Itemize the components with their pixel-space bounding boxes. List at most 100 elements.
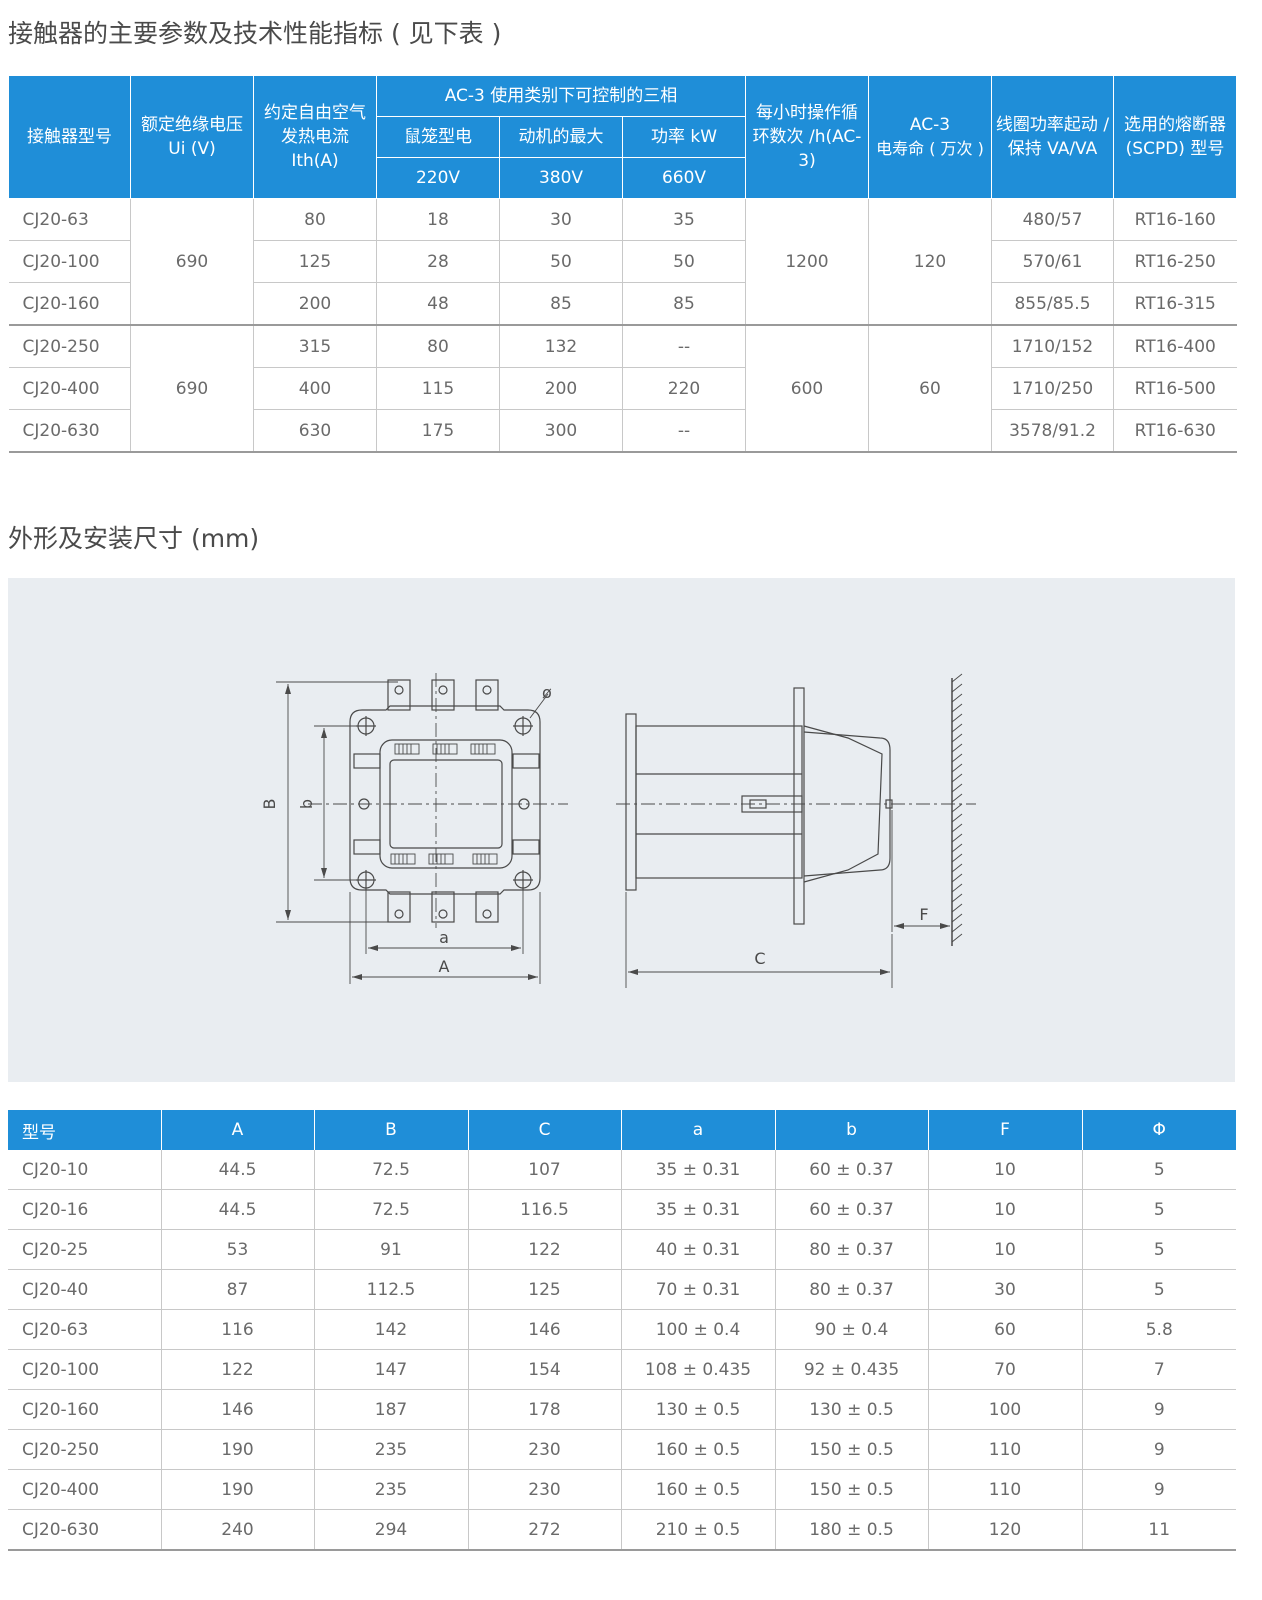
header-ac3-group: AC-3 使用类别下可控制的三相 bbox=[376, 75, 746, 117]
cell-A: 53 bbox=[160, 1229, 314, 1270]
cell-model: CJ20-160 bbox=[8, 282, 131, 326]
cell-b: 150 ± 0.5 bbox=[774, 1429, 928, 1470]
cell-B: 91 bbox=[313, 1229, 468, 1270]
header-life-line1: AC-3 bbox=[909, 115, 951, 135]
cell-coil: 570/61 bbox=[991, 240, 1114, 283]
cell-p220: 28 bbox=[376, 240, 500, 283]
cell-A: 44.5 bbox=[160, 1150, 314, 1190]
cell-B: 187 bbox=[313, 1389, 468, 1430]
side-view: F C bbox=[616, 673, 976, 988]
table-row: CJ20-250 690 315 80 132 -- 600 60 1710/1… bbox=[8, 325, 1237, 453]
cell-p660: 85 bbox=[622, 282, 746, 326]
header-coil: 线圈功率起动 / 保持 VA/VA bbox=[991, 75, 1114, 199]
cell-fuse: RT16-500 bbox=[1113, 367, 1237, 410]
cell-p220: 18 bbox=[376, 198, 500, 241]
label-phi: ø bbox=[542, 683, 552, 702]
section-title-parameters: 接触器的主要参数及技术性能指标 ( 见下表 ) bbox=[8, 19, 502, 48]
cell-p660: 35 bbox=[622, 198, 746, 241]
cell-F: 10 bbox=[927, 1229, 1082, 1270]
cell-ui: 690 bbox=[130, 198, 254, 326]
cell-a: 108 ± 0.435 bbox=[620, 1349, 775, 1390]
cell-model: CJ20-100 bbox=[8, 1349, 161, 1390]
cell-p220: 115 bbox=[376, 367, 500, 410]
cell-phi: 5 bbox=[1081, 1150, 1236, 1190]
cell-ith: 315 bbox=[253, 325, 377, 368]
cell-C: 146 bbox=[467, 1309, 621, 1350]
cell-C: 154 bbox=[467, 1349, 621, 1390]
table-row: CJ20-160 200 48 85 85 855/85.5 RT16-315 bbox=[8, 282, 1237, 326]
cell-B: 72.5 bbox=[313, 1150, 468, 1190]
cell-a: 160 ± 0.5 bbox=[620, 1469, 775, 1510]
cell-fuse: RT16-250 bbox=[1113, 240, 1237, 283]
cell-p660: -- bbox=[622, 325, 746, 368]
cell-A: 240 bbox=[160, 1509, 314, 1551]
cell-C: 178 bbox=[467, 1389, 621, 1430]
cell-b: 60 ± 0.37 bbox=[774, 1189, 928, 1230]
label-F: F bbox=[919, 905, 928, 924]
cell-b: 90 ± 0.4 bbox=[774, 1309, 928, 1350]
cell-p660: 220 bbox=[622, 367, 746, 410]
spec-table: 接触器型号 额定绝缘电压 Ui (V) 约定自由空气发热电流 Ith(A) AC… bbox=[8, 75, 1237, 453]
cell-b: 92 ± 0.435 bbox=[774, 1349, 928, 1390]
header-a: a bbox=[620, 1110, 775, 1150]
cell-A: 87 bbox=[160, 1269, 314, 1310]
cell-model: CJ20-250 bbox=[8, 325, 131, 368]
cell-ith: 125 bbox=[253, 240, 377, 283]
dimension-drawing-panel: ø B b a A bbox=[8, 578, 1235, 1082]
table-row: CJ20-400 400 115 200 220 1710/250 RT16-5… bbox=[8, 367, 1237, 410]
cell-F: 60 bbox=[927, 1309, 1082, 1350]
cell-model: CJ20-10 bbox=[8, 1150, 161, 1190]
cell-ops: 600 bbox=[745, 325, 869, 453]
header-phi: Φ bbox=[1081, 1110, 1236, 1150]
header-sub3: 功率 kW bbox=[622, 116, 746, 158]
cell-b: 80 ± 0.37 bbox=[774, 1269, 928, 1310]
header-ops: 每小时操作循环数次 /h(AC-3) bbox=[745, 75, 869, 199]
cell-a: 35 ± 0.31 bbox=[620, 1150, 775, 1190]
cell-F: 110 bbox=[927, 1429, 1082, 1470]
label-C: C bbox=[754, 949, 765, 968]
dimension-drawing: ø B b a A bbox=[260, 673, 976, 988]
cell-phi: 9 bbox=[1081, 1429, 1236, 1470]
header-model: 型号 bbox=[8, 1110, 161, 1150]
cell-p380: 50 bbox=[499, 240, 623, 283]
cell-p380: 132 bbox=[499, 325, 623, 368]
cell-F: 100 bbox=[927, 1389, 1082, 1430]
cell-model: CJ20-63 bbox=[8, 198, 131, 241]
cell-A: 122 bbox=[160, 1349, 314, 1390]
cell-phi: 5 bbox=[1081, 1229, 1236, 1270]
cell-p220: 80 bbox=[376, 325, 500, 368]
cell-C: 116.5 bbox=[467, 1189, 621, 1230]
cell-model: CJ20-100 bbox=[8, 240, 131, 283]
cell-B: 235 bbox=[313, 1429, 468, 1470]
header-life-line2: 电寿命 ( 万次 ) bbox=[876, 139, 984, 158]
cell-F: 30 bbox=[927, 1269, 1082, 1310]
cell-phi: 9 bbox=[1081, 1469, 1236, 1510]
header-220v: 220V bbox=[376, 157, 500, 199]
cell-model: CJ20-16 bbox=[8, 1189, 161, 1230]
header-sub1: 鼠笼型电 bbox=[376, 116, 500, 158]
cell-b: 60 ± 0.37 bbox=[774, 1150, 928, 1190]
cell-ops: 1200 bbox=[745, 198, 869, 326]
cell-A: 190 bbox=[160, 1469, 314, 1510]
cell-B: 142 bbox=[313, 1309, 468, 1350]
cell-a: 35 ± 0.31 bbox=[620, 1189, 775, 1230]
cell-model: CJ20-25 bbox=[8, 1229, 161, 1270]
cell-coil: 480/57 bbox=[991, 198, 1114, 241]
cell-a: 100 ± 0.4 bbox=[620, 1309, 775, 1350]
label-b: b bbox=[297, 799, 316, 809]
cell-C: 230 bbox=[467, 1429, 621, 1470]
cell-p660: -- bbox=[622, 409, 746, 453]
label-A: A bbox=[439, 957, 450, 976]
cell-C: 107 bbox=[467, 1150, 621, 1190]
cell-p380: 30 bbox=[499, 198, 623, 241]
front-view: ø B b a A bbox=[260, 673, 568, 984]
cell-B: 147 bbox=[313, 1349, 468, 1390]
cell-fuse: RT16-630 bbox=[1113, 409, 1237, 453]
cell-ith: 80 bbox=[253, 198, 377, 241]
header-ith: 约定自由空气发热电流 Ith(A) bbox=[253, 75, 377, 199]
cell-coil: 3578/91.2 bbox=[991, 409, 1114, 453]
